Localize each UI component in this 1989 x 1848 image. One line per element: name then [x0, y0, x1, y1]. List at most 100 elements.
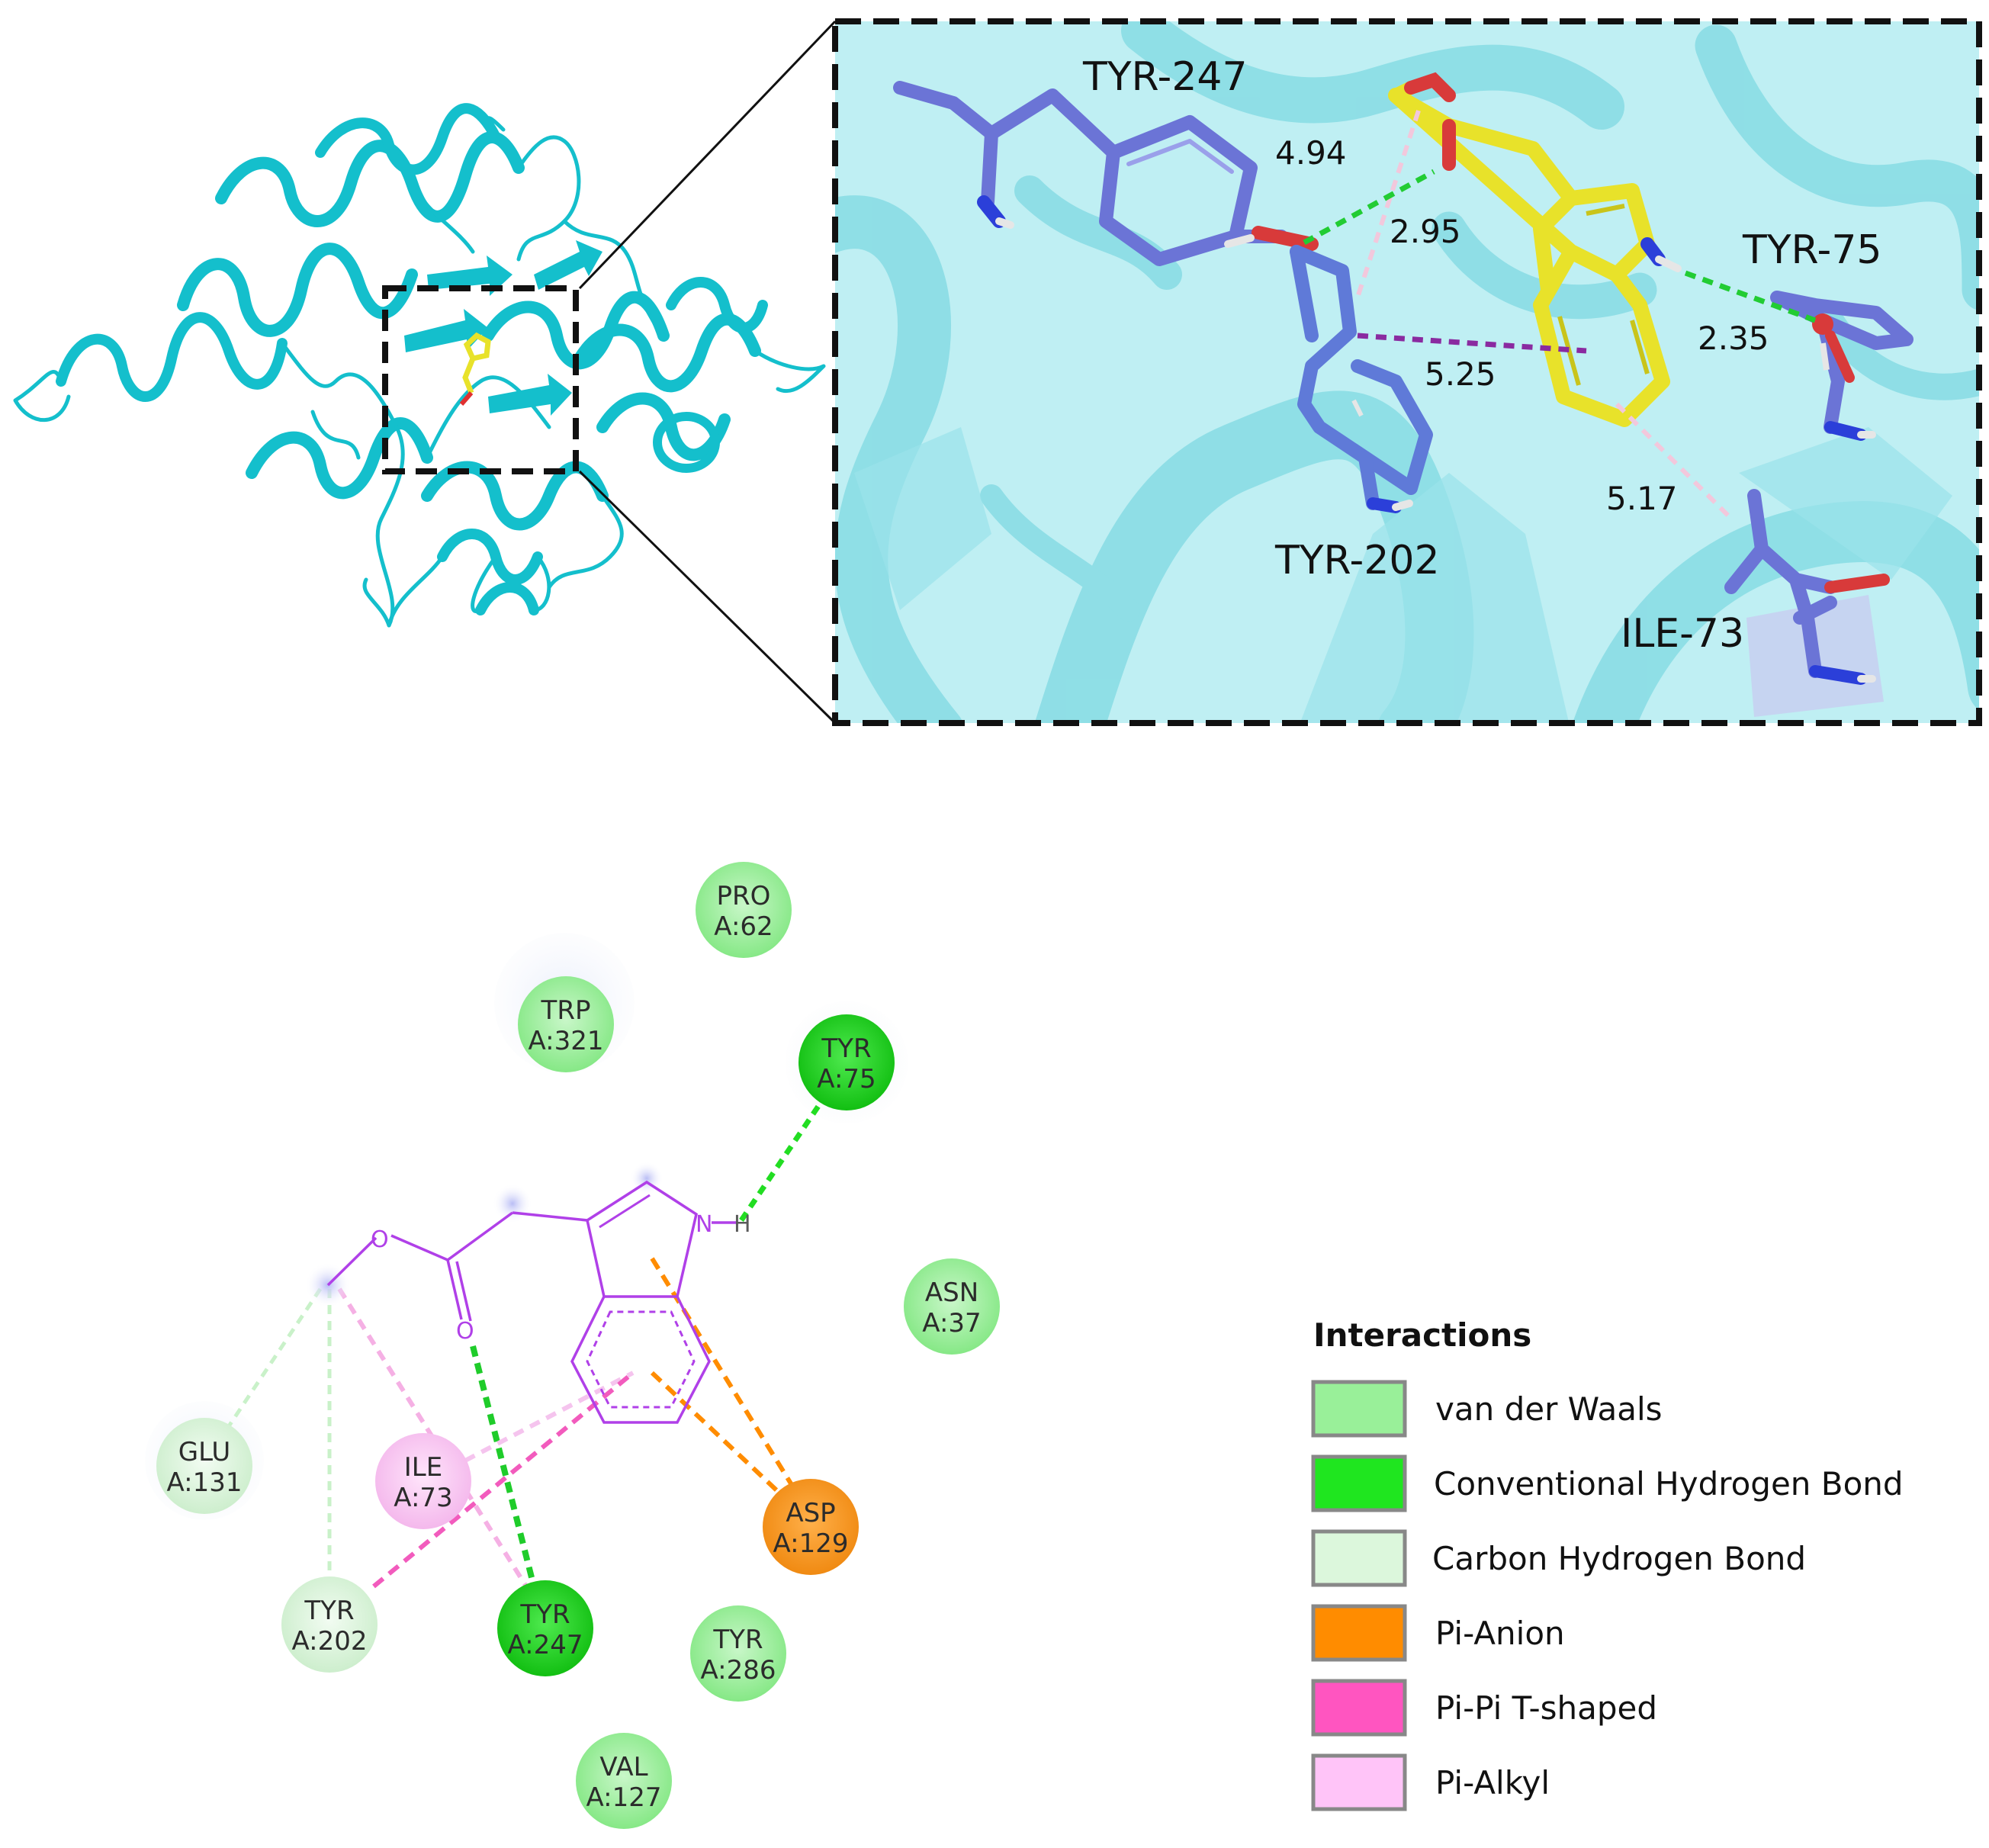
legend-item-carbon-hydrogen-bond: Carbon Hydrogen Bond [1311, 1529, 1806, 1587]
ile73-sticks [1724, 489, 1837, 678]
line-tyr247-hbond [470, 1345, 537, 1587]
line-tyr202-pipi [372, 1371, 635, 1589]
ligand-3d-sticks [1388, 88, 1670, 427]
svg-text:Pi-Anion: Pi-Anion [1435, 1615, 1565, 1652]
helix-9 [596, 392, 731, 461]
loop-4 [410, 116, 506, 254]
svg-text:A:127: A:127 [586, 1782, 661, 1813]
residue-tyr286: TYR A:286 [690, 1605, 786, 1702]
svg-text:A:73: A:73 [394, 1483, 452, 1513]
atom-n: N [696, 1211, 712, 1238]
label-tyr202-3d: TYR-202 [1274, 538, 1440, 583]
distance-label-3: 5.25 [1425, 355, 1496, 393]
svg-text:A:247: A:247 [507, 1630, 583, 1660]
helix-3 [215, 131, 525, 227]
svg-text:Conventional Hydrogen Bond: Conventional Hydrogen Bond [1434, 1465, 1904, 1503]
residue-asn37: ASN A:37 [904, 1258, 1000, 1355]
beta-strand-1 [404, 309, 488, 352]
svg-text:A:321: A:321 [528, 1026, 603, 1056]
distance-label-2: 2.95 [1390, 213, 1461, 250]
loop-3 [516, 135, 581, 262]
line-tyr75-hbond [739, 1097, 826, 1222]
zoom-connector-bottom [578, 470, 837, 725]
beta-strand-2 [488, 374, 572, 416]
residue-trp321: TRP A:321 [518, 976, 614, 1072]
svg-text:GLU: GLU [178, 1437, 230, 1467]
legend-item-conventional-hydrogen-bond: Conventional Hydrogen Bond [1311, 1454, 1904, 1512]
zoom-panel-frame [832, 18, 1982, 726]
svg-text:ASP: ASP [786, 1498, 835, 1528]
svg-text:TYR: TYR [304, 1596, 354, 1626]
svg-text:A:131: A:131 [166, 1467, 242, 1498]
legend-item-van-der-waals: van der Waals [1311, 1380, 1663, 1438]
helix-11 [437, 529, 543, 585]
residue-ile73: ILE A:73 [375, 1433, 471, 1529]
loop-5 [375, 425, 405, 628]
svg-text:TYR: TYR [821, 1033, 871, 1064]
helix-12 [475, 582, 539, 615]
legend-item-pi-anion: Pi-Anion [1311, 1604, 1565, 1662]
loop-7 [471, 554, 551, 613]
ligand-stick-icon [459, 332, 491, 406]
zoom-box-icon [382, 285, 579, 474]
distance-label-1: 4.94 [1275, 134, 1347, 172]
label-ile73-3d: ILE-73 [1621, 611, 1744, 657]
helix-5 [246, 417, 433, 500]
svg-text:A:286: A:286 [700, 1655, 776, 1686]
ligand-2d-structure [305, 1162, 736, 1424]
loop-9 [562, 219, 666, 338]
svg-text:A:37: A:37 [922, 1308, 981, 1339]
zoom-panel: TYR-247 TYR-202 TYR-75 ILE-73 4.94 2.95 … [835, 21, 1979, 723]
loop-1 [13, 370, 71, 423]
line-ile73-pialkyl-1 [337, 1287, 529, 1588]
svg-text:VAL: VAL [599, 1752, 647, 1782]
beta-strand-3 [534, 240, 602, 290]
svg-text:ILE: ILE [404, 1452, 442, 1483]
svg-text:A:129: A:129 [773, 1528, 848, 1559]
line-asp129-pianion-2 [650, 1371, 788, 1501]
line-glu131-chb [227, 1287, 323, 1428]
dash-4.94 [1355, 110, 1421, 298]
svg-text:A:75: A:75 [817, 1064, 876, 1094]
ligand-atom-labels: O O N H [371, 1211, 751, 1345]
loop-8 [753, 349, 826, 394]
zoom-connector-top [578, 20, 837, 290]
svg-text:Pi-Alkyl: Pi-Alkyl [1435, 1764, 1550, 1801]
dash-2.95 [1303, 169, 1435, 246]
svg-text:Carbon Hydrogen Bond: Carbon Hydrogen Bond [1432, 1540, 1806, 1577]
residue-glu131: GLU A:131 [156, 1418, 252, 1514]
atom-o-ester: O [371, 1226, 389, 1253]
line-asp129-pianion-1 [650, 1257, 795, 1489]
helix-4 [315, 103, 501, 175]
interaction-lines [227, 1097, 826, 1589]
residue-tyr247: TYR A:247 [497, 1580, 593, 1676]
loop-6 [362, 554, 445, 628]
legend-title: Interactions [1313, 1316, 1531, 1354]
residue-val127: VAL A:127 [576, 1733, 672, 1829]
label-tyr75-3d: TYR-75 [1742, 227, 1881, 273]
tyr202-sticks [1290, 245, 1433, 510]
legend-item-pi-pi-t-shaped: Pi-Pi T-shaped [1311, 1679, 1657, 1737]
svg-text:A:202: A:202 [291, 1626, 367, 1657]
dash-5.25 [1357, 333, 1587, 354]
legend: Interactions van der Waals Conventional … [1311, 1316, 1904, 1811]
svg-text:PRO: PRO [717, 881, 771, 911]
helix-1 [56, 312, 288, 402]
legend-item-pi-alkyl: Pi-Alkyl [1311, 1753, 1550, 1811]
loop-11 [547, 493, 624, 590]
svg-text:TYR: TYR [519, 1599, 570, 1630]
helix-6 [421, 461, 609, 531]
helix-end-ring [653, 412, 720, 473]
loop-2 [280, 341, 399, 429]
helix-10 [666, 277, 768, 333]
atom-h: H [734, 1211, 751, 1238]
residue-pro62: PRO A:62 [696, 862, 792, 958]
svg-text:ASN: ASN [925, 1278, 978, 1308]
svg-text:A:62: A:62 [714, 911, 773, 942]
svg-text:Pi-Pi T-shaped: Pi-Pi T-shaped [1435, 1689, 1657, 1727]
svg-text:TRP: TRP [541, 995, 591, 1026]
distance-label-4: 2.35 [1698, 320, 1769, 357]
atom-o-carbonyl: O [456, 1318, 474, 1345]
line-ile73-pialkyl-2 [464, 1371, 635, 1463]
